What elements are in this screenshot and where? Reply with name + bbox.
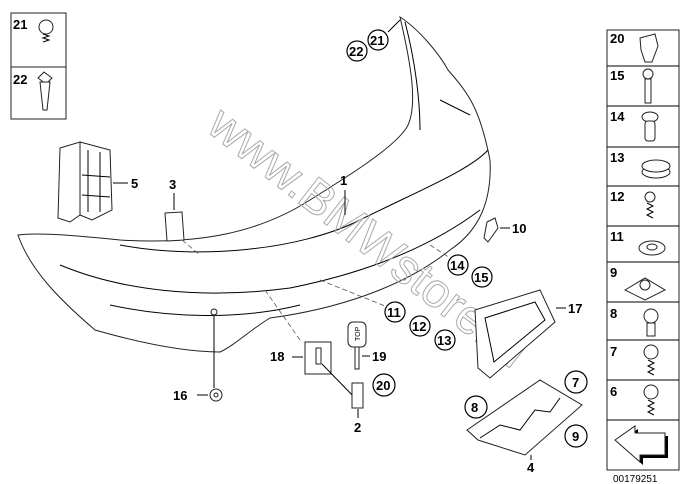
callout-2: 2 <box>354 420 361 435</box>
callout-16: 16 <box>173 388 187 403</box>
callout-4: 4 <box>527 460 535 475</box>
callout-13: 13 <box>437 333 451 348</box>
legend-8: 8 <box>610 306 617 321</box>
part-19-towing-eye-key[interactable]: TOP <box>347 321 367 370</box>
diagram-code: 00179251 <box>613 474 658 484</box>
expanding-nut-icon <box>37 71 53 111</box>
screw-icon <box>642 68 654 104</box>
callout-22: 22 <box>349 44 363 59</box>
rear-bumper-trim[interactable] <box>17 15 491 353</box>
callout-20: 20 <box>376 378 390 393</box>
part-17-license-plate-base[interactable] <box>474 289 556 379</box>
part-3-cover[interactable] <box>164 211 185 242</box>
callout-3: 3 <box>169 177 176 192</box>
clip-icon <box>639 33 659 63</box>
legend-13: 13 <box>610 150 624 165</box>
part-2[interactable] <box>351 382 364 409</box>
callout-9: 9 <box>572 429 579 444</box>
legend-6: 6 <box>610 384 617 399</box>
callout-7: 7 <box>572 375 579 390</box>
part-10[interactable] <box>483 217 499 243</box>
callout-11: 11 <box>387 305 401 320</box>
callout-21: 21 <box>370 33 384 48</box>
legend-20: 20 <box>610 31 624 46</box>
spreading-rivet-icon <box>641 111 659 142</box>
part-5-bracket[interactable] <box>57 141 113 223</box>
callout-1: 1 <box>340 173 347 188</box>
legend-21: 21 <box>13 17 27 32</box>
self-tapping-screw-icon <box>644 191 656 219</box>
legend-15: 15 <box>610 68 624 83</box>
callout-14: 14 <box>450 258 465 273</box>
legend-22: 22 <box>13 72 27 87</box>
callout-18: 18 <box>270 349 284 364</box>
legend-12: 12 <box>610 189 624 204</box>
collar-screw-icon <box>643 384 659 416</box>
legend-7: 7 <box>610 344 617 359</box>
callout-19: 19 <box>372 349 386 364</box>
right-legend: 20 15 14 13 12 11 9 8 7 6 <box>606 29 680 471</box>
hex-bolt-icon <box>643 308 659 337</box>
callout-17: 17 <box>568 301 582 316</box>
callout-12: 12 <box>412 319 426 334</box>
legend-14: 14 <box>610 109 625 124</box>
callout-5: 5 <box>131 176 138 191</box>
left-legend: 21 22 <box>10 12 67 120</box>
callout-10: 10 <box>512 221 526 236</box>
callout-15: 15 <box>474 270 488 285</box>
clip-nut-icon <box>623 277 667 301</box>
hex-screw-with-washer-icon <box>643 344 659 376</box>
cap-icon <box>641 159 671 179</box>
legend-9: 9 <box>610 265 617 280</box>
washer-icon <box>638 240 666 256</box>
direction-arrow-icon[interactable] <box>614 425 666 464</box>
part-4-underbody-panel[interactable] <box>466 379 583 456</box>
legend-11: 11 <box>610 229 624 244</box>
callout-8: 8 <box>471 400 478 415</box>
key-text: TOP <box>355 326 362 341</box>
collar-screw-icon <box>38 19 54 43</box>
